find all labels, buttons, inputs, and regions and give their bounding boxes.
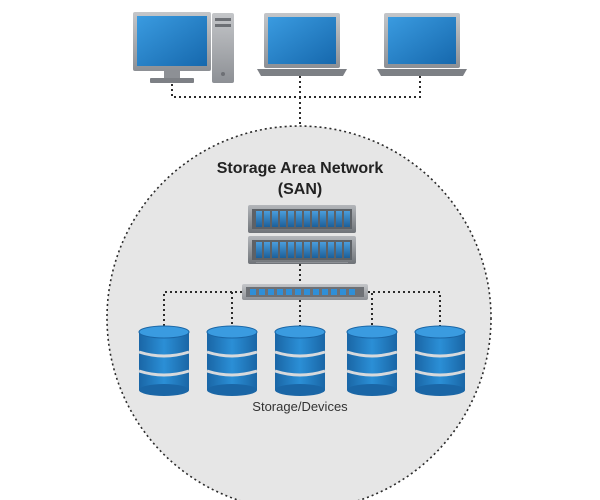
storage-disk-icon: [274, 325, 326, 396]
storage-devices-label: Storage/Devices: [252, 399, 348, 414]
storage-disk-icon: [206, 325, 258, 396]
client-network-links: [171, 76, 421, 126]
server-rack-icon: [248, 236, 356, 264]
network-switch-icon: [242, 284, 368, 300]
laptop-icon: [257, 13, 347, 76]
san-boundary-circle: [106, 125, 492, 500]
storage-disk-icon: [414, 325, 466, 396]
storage-disk-icon: [346, 325, 398, 396]
diagram-title: Storage Area Network (SAN): [180, 158, 420, 200]
desktop-computer-icon: [133, 12, 234, 83]
laptop-icon: [377, 13, 467, 76]
storage-disk-icon: [138, 325, 190, 396]
title-line-2: (SAN): [277, 181, 323, 198]
storage-network-links: [163, 291, 441, 328]
title-line-1: Storage Area Network: [216, 160, 384, 177]
server-rack-icon: [248, 205, 356, 233]
